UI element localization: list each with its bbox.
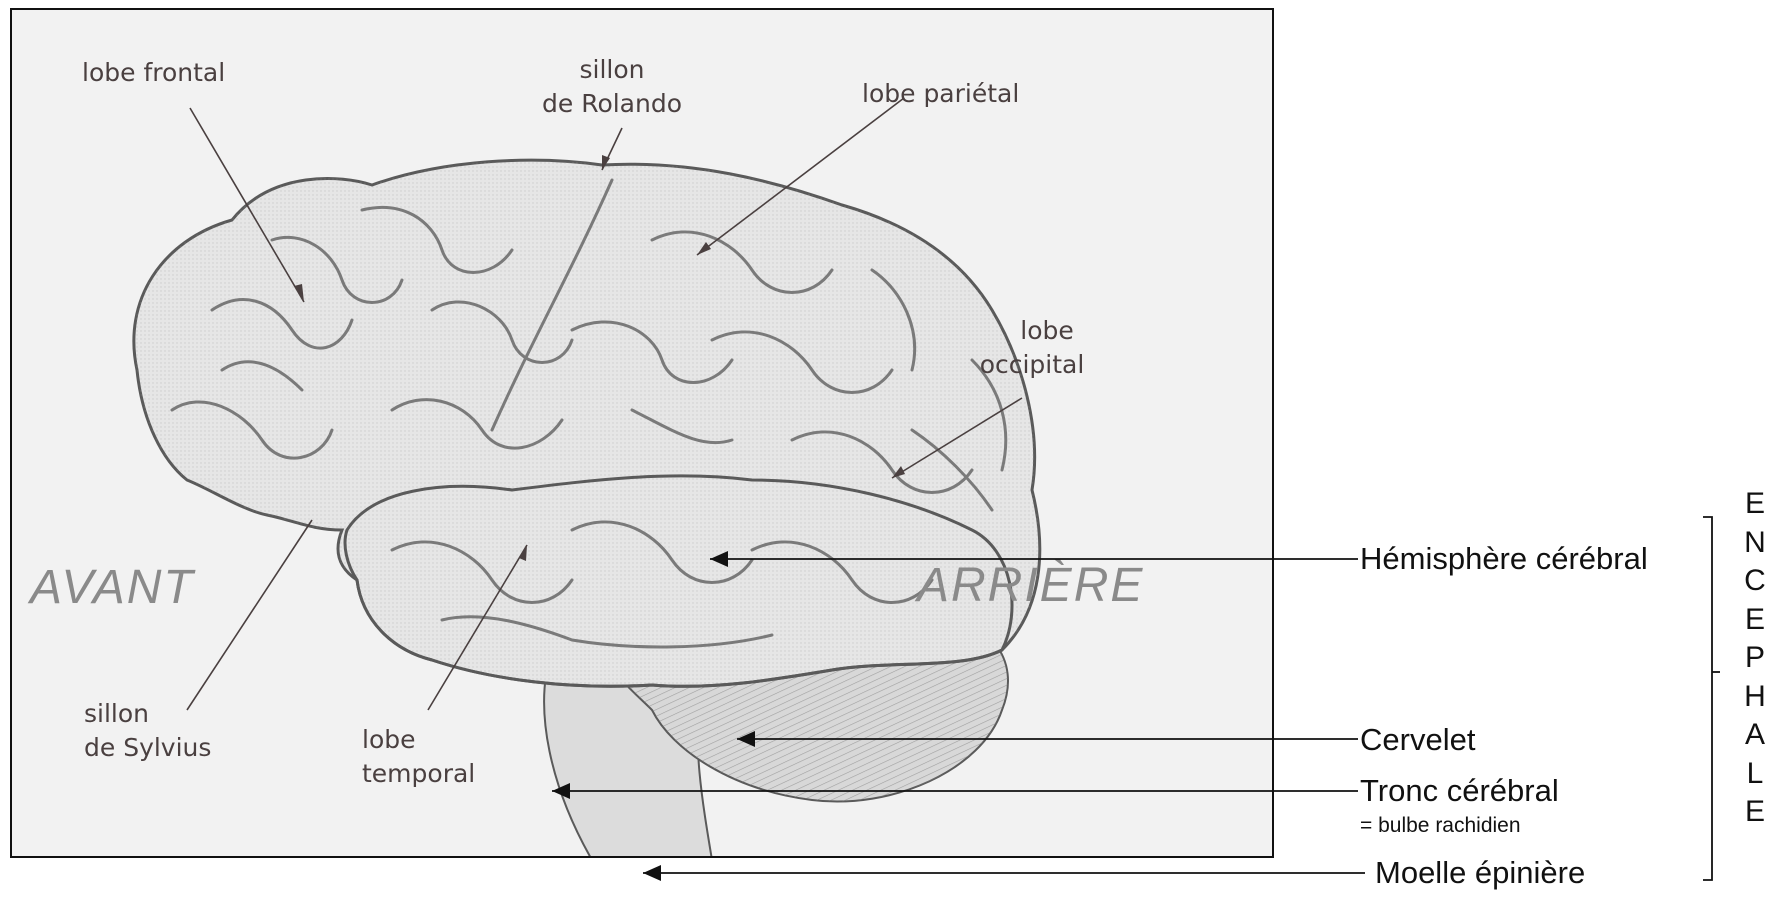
label-avant: AVANT — [30, 560, 195, 615]
label-bulbe-rachidien: = bulbe rachidien — [1360, 814, 1521, 838]
label-sillon-sylvius-line2: de Sylvius — [84, 730, 211, 766]
brain-figure: lobe frontal sillon de Rolando lobe pari… — [10, 8, 1274, 858]
letter-h: H — [1740, 678, 1770, 717]
label-lobe-frontal: lobe frontal — [82, 55, 225, 91]
label-sillon-sylvius-line1: sillon — [84, 696, 149, 732]
letter-l: L — [1740, 755, 1770, 794]
letter-n: N — [1740, 524, 1770, 563]
label-sillon-rolando-line2: de Rolando — [542, 86, 682, 122]
label-lobe-temporal-line2: temporal — [362, 756, 475, 792]
label-hemisphere-cerebral: Hémisphère cérébral — [1360, 541, 1648, 577]
label-lobe-occipital-line1: lobe — [1002, 313, 1092, 349]
label-lobe-temporal-line1: lobe — [362, 722, 416, 758]
letter-e3: E — [1740, 793, 1770, 832]
label-sillon-rolando-line1: sillon — [567, 52, 657, 88]
letter-p: P — [1740, 639, 1770, 678]
label-moelle-epiniere: Moelle épinière — [1375, 855, 1585, 891]
letter-e2: E — [1740, 601, 1770, 640]
letter-a: A — [1740, 716, 1770, 755]
label-tronc-cerebral: Tronc cérébral — [1360, 773, 1559, 809]
letter-e1: E — [1740, 485, 1770, 524]
label-arriere: ARRIÈRE — [917, 558, 1144, 613]
label-cervelet: Cervelet — [1360, 722, 1475, 758]
letter-c: C — [1740, 562, 1770, 601]
label-lobe-parietal: lobe pariétal — [862, 76, 1019, 112]
label-lobe-occipital-line2: occipital — [962, 347, 1102, 383]
encephale-vertical-label: E N C E P H A L E — [1740, 485, 1770, 832]
